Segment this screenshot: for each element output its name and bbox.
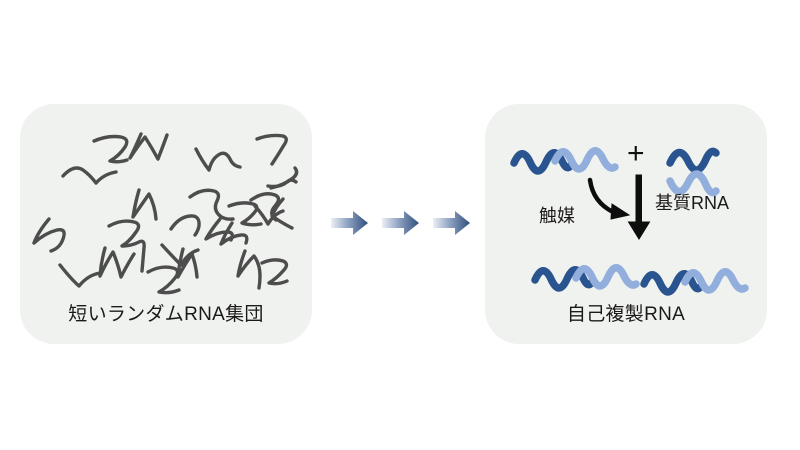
arrow-1 [331,211,368,235]
right-panel-caption: 自己複製RNA [566,304,686,325]
right-panel [485,104,767,344]
left-panel-caption: 短いランダムRNA集団 [68,304,264,325]
arrow-3 [433,211,470,235]
substrate-rna-label: 基質RNA [655,193,730,213]
plus-symbol: + [627,137,645,170]
catalyst-label: 触媒 [539,206,575,226]
arrow-2 [382,211,419,235]
